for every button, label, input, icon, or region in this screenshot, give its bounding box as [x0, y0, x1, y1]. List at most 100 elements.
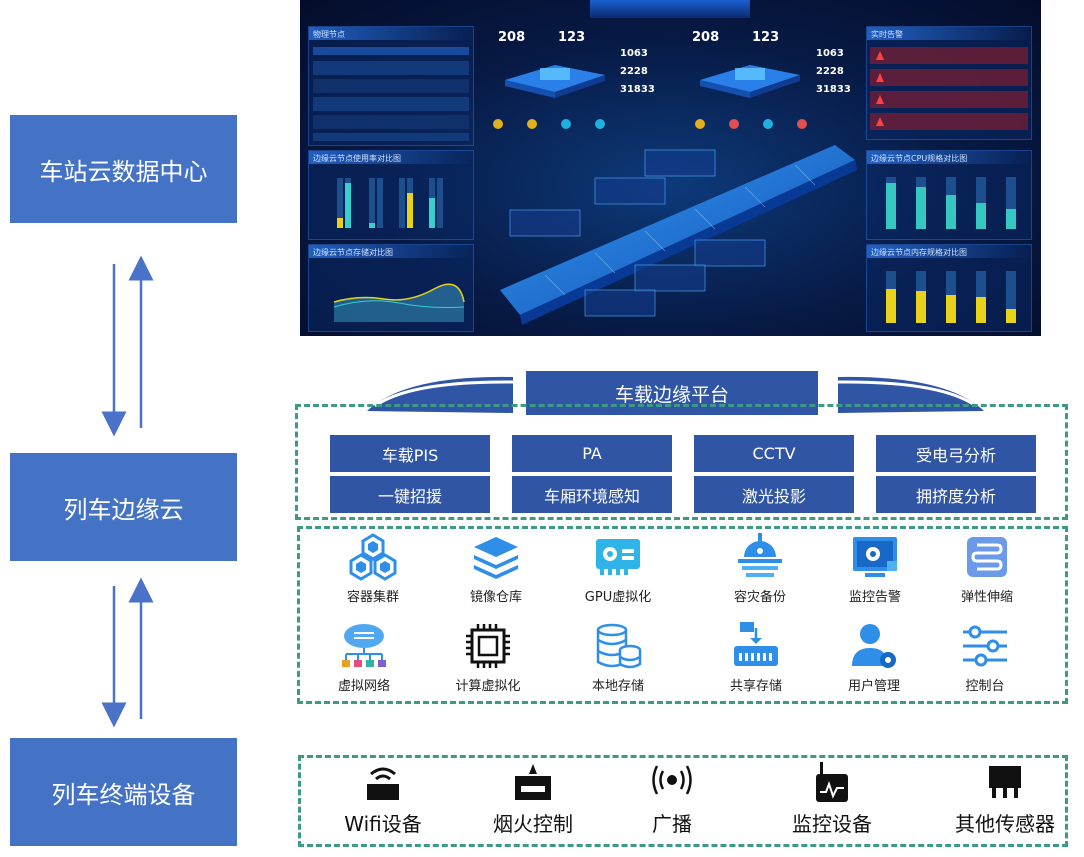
local-storage-icon: [596, 623, 642, 669]
dashboard-screenshot: 物理节点 边缘云节点使用率对比图 边缘云节点存储对比图: [300, 0, 1041, 336]
infra-label: 弹性伸缩: [960, 590, 1013, 605]
service-crowd-analysis: 拥挤度分析: [876, 476, 1036, 513]
service-env-sensing: 车厢环境感知: [512, 476, 672, 513]
device-broadcast: 广播: [632, 760, 712, 837]
device-monitoring: 监控设备: [780, 760, 884, 837]
device-label: Wifi设备: [344, 812, 422, 836]
device-label: 监控设备: [792, 812, 872, 836]
physical-node-panel: 物理节点: [308, 26, 474, 146]
right-cpu-chart-title: 边缘云节点CPU规格对比图: [871, 154, 968, 163]
service-label: 受电弓分析: [915, 445, 996, 465]
left-storage-chart-panel: 边缘云节点存储对比图: [308, 244, 474, 332]
cpu-chip-icon: [466, 624, 510, 668]
service-laser-projection: 激光投影: [694, 476, 854, 513]
service-label: PA: [582, 444, 602, 463]
console-sliders-icon: [963, 625, 1007, 667]
infra-disaster-backup: 容灾备份: [705, 531, 815, 605]
service-label: 车载PIS: [381, 445, 439, 465]
infra-virtual-network: 虚拟网络: [309, 620, 419, 694]
status-icons-row: [493, 119, 807, 129]
metric-right-1: 1063: [816, 48, 844, 59]
elastic-scaling-icon: [967, 537, 1007, 577]
disaster-backup-icon: [738, 533, 782, 577]
sync-arrows-bottom: [101, 577, 154, 728]
image-repository-icon: [474, 537, 518, 579]
infra-label: 计算虚拟化: [455, 679, 521, 694]
metric-left-3: 31833: [620, 84, 655, 95]
devices-frame: [298, 755, 1068, 847]
metric-left-2: 2228: [620, 66, 648, 77]
service-pa: PA: [512, 435, 672, 472]
left-usage-bars: [337, 178, 443, 228]
device-other-sensors: 其他传感器: [945, 760, 1065, 837]
train-3d-graphic: [500, 145, 857, 325]
stat-left-2: 123: [558, 30, 586, 45]
device-label: 其他传感器: [955, 812, 1055, 836]
service-label: CCTV: [752, 444, 796, 463]
infra-label: 虚拟网络: [337, 679, 390, 694]
alarm-panel-title: 实时告警: [871, 30, 903, 39]
service-one-key-help: 一键招援: [330, 476, 490, 513]
user-management-icon: [852, 624, 896, 668]
infra-label: 用户管理: [847, 679, 900, 694]
sensor-icon: [989, 766, 1021, 798]
server-right-icon: [700, 65, 800, 98]
service-label: 拥挤度分析: [915, 486, 996, 506]
right-memory-bars: [886, 271, 1016, 323]
dashboard-header-bar: [590, 0, 750, 18]
metric-left-1: 1063: [620, 48, 648, 59]
infrastructure-frame: [297, 526, 1068, 704]
gpu-icon: [596, 539, 640, 575]
infra-compute-virtualization: 计算虚拟化: [433, 620, 543, 694]
train-head-left-icon: [367, 376, 514, 413]
device-smoke-fire: 烟火控制: [483, 760, 583, 837]
service-label: 一键招援: [377, 486, 442, 506]
stat-right-2: 123: [752, 30, 780, 45]
broadcast-icon: [652, 765, 692, 795]
right-memory-chart-panel: 边缘云节点内存规格对比图: [866, 244, 1032, 332]
station-cloud-box: 车站云数据中心: [10, 115, 237, 223]
sync-arrows-top: [101, 255, 154, 437]
device-wifi: Wifi设备: [338, 760, 428, 837]
right-memory-chart-title: 边缘云节点内存规格对比图: [871, 248, 967, 257]
service-cctv: CCTV: [694, 435, 854, 472]
wifi-router-icon: [367, 767, 399, 800]
left-storage-chart-title: 边缘云节点存储对比图: [313, 248, 393, 257]
infra-label: 容器集群: [346, 590, 399, 605]
left-usage-chart-title: 边缘云节点使用率对比图: [313, 154, 401, 163]
server-left-icon: [505, 65, 605, 98]
service-label: 车厢环境感知: [543, 486, 640, 506]
infra-label: 共享存储: [729, 679, 782, 694]
infra-image-repository: 镜像仓库: [441, 531, 551, 605]
train-terminal-box: 列车终端设备: [10, 738, 237, 846]
virtual-network-icon: [342, 624, 386, 667]
infra-container-cluster: 容器集群: [318, 531, 428, 605]
alarm-list: [870, 47, 1028, 130]
service-label: 激光投影: [741, 486, 806, 506]
container-cluster-icon: [349, 533, 397, 581]
infra-label: 监控告警: [848, 590, 901, 605]
infra-user-management: 用户管理: [819, 620, 929, 694]
infra-shared-storage: 共享存储: [701, 620, 811, 694]
platform-title: 车载边缘平台: [526, 371, 818, 415]
station-cloud-label: 车站云数据中心: [39, 157, 208, 186]
infra-gpu-virtualization: GPU虚拟化: [563, 531, 673, 605]
left-usage-chart-panel: 边缘云节点使用率对比图: [308, 150, 474, 240]
physical-node-title: 物理节点: [313, 30, 345, 39]
smoke-detector-icon: [515, 764, 551, 800]
infra-label: GPU虚拟化: [584, 590, 652, 605]
infra-elastic-scaling: 弹性伸缩: [932, 531, 1042, 605]
train-edge-cloud-box: 列车边缘云: [10, 453, 237, 561]
metric-right-2: 2228: [816, 66, 844, 77]
metric-right-3: 31833: [816, 84, 851, 95]
train-head-right-icon: [837, 376, 984, 413]
right-cpu-bars: [886, 177, 1016, 229]
infra-monitor-alarm: 监控告警: [820, 531, 930, 605]
infra-label: 镜像仓库: [469, 590, 522, 605]
train-terminal-label: 列车终端设备: [51, 780, 196, 809]
service-pantograph: 受电弓分析: [876, 435, 1036, 472]
alarm-panel: 实时告警: [866, 26, 1032, 140]
train-edge-cloud-label: 列车边缘云: [63, 495, 184, 524]
left-storage-area-chart: [333, 283, 465, 322]
device-label: 广播: [652, 812, 692, 836]
